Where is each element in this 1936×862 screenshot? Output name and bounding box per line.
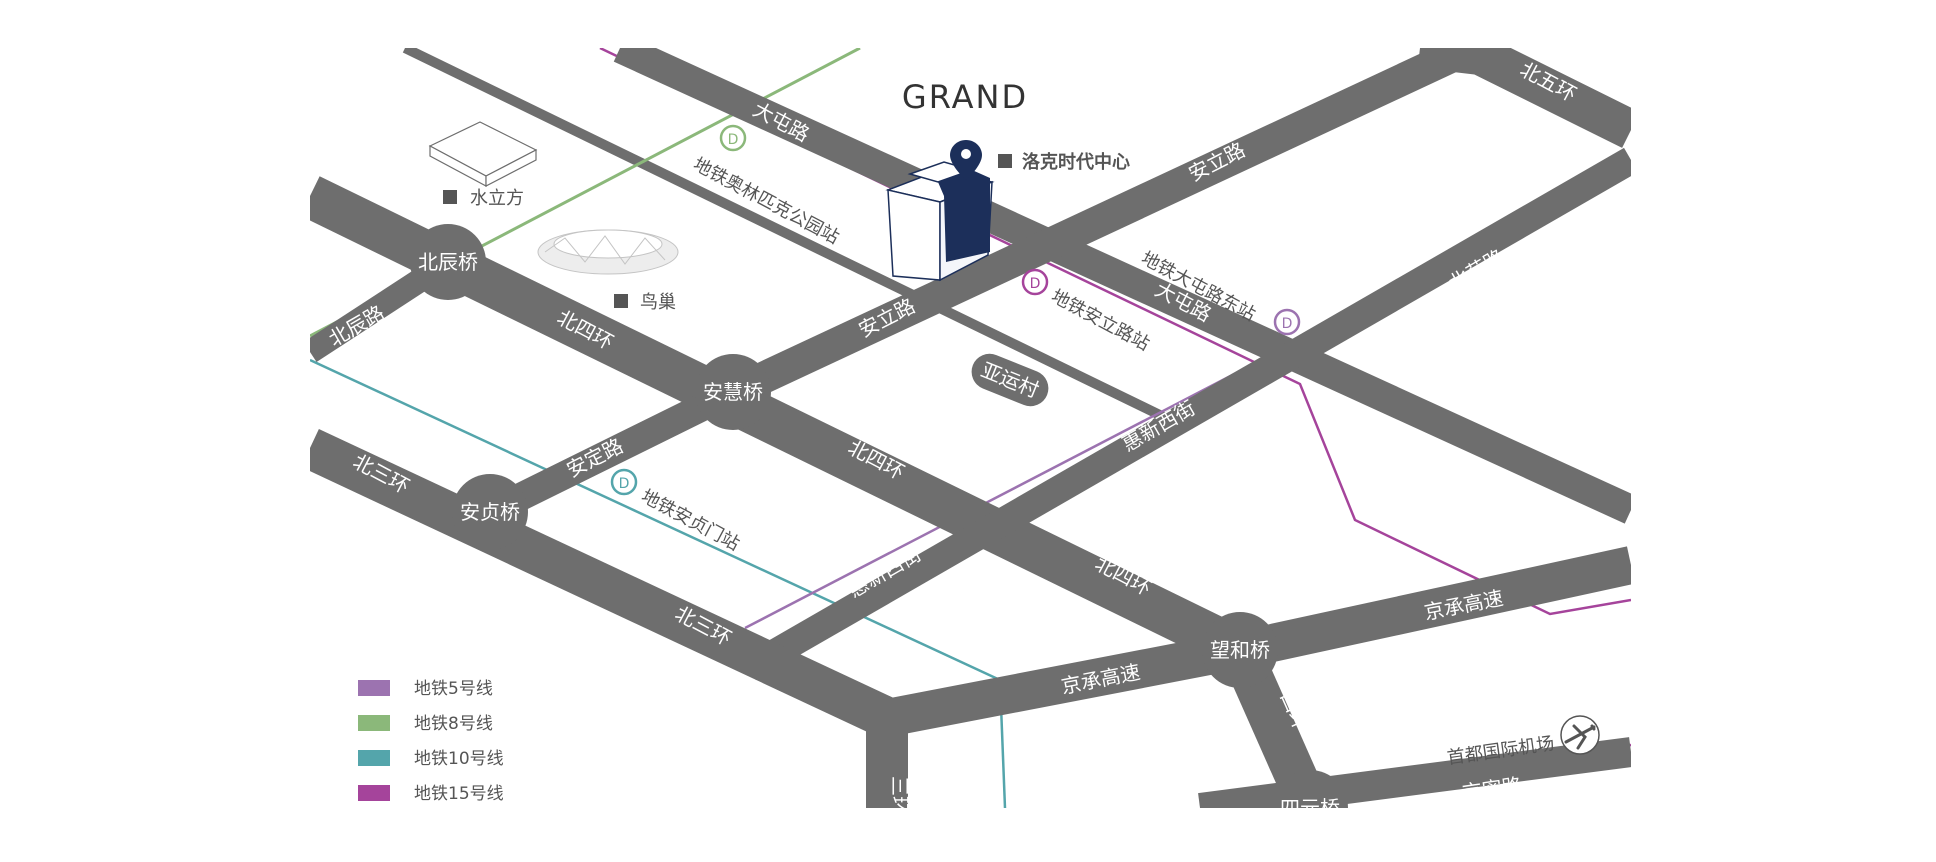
poi-label-loke-center: 洛克时代中心: [1022, 151, 1130, 173]
legend-swatch-line8: [358, 715, 390, 731]
water-cube-icon: [428, 121, 538, 188]
svg-text:D: D: [1282, 316, 1293, 332]
poi-label-water-cube: 水立方: [470, 188, 524, 209]
bridge-label-siyuan: 四元桥: [1280, 796, 1340, 820]
legend-swatch-line10: [358, 750, 390, 766]
legend-swatch-line5: [358, 680, 390, 696]
map-legend: 地铁5号线 地铁8号线 地铁10号线 地铁15号线: [358, 679, 504, 804]
bridge-wanghe: [1202, 612, 1278, 688]
svg-text:D: D: [728, 132, 739, 148]
legend-label-line5: 地铁5号线: [414, 679, 493, 699]
bridge-label-anzhen: 安贞桥: [460, 500, 520, 524]
road-beiyuan: [742, 147, 1631, 681]
loke-center-building-icon: [885, 161, 995, 282]
road-north-3rd-ring: [310, 428, 896, 738]
poi-square-icon: [614, 294, 628, 308]
svg-text:D: D: [619, 476, 630, 492]
bridge-label-anhui: 安慧桥: [703, 380, 763, 404]
road-label-east-3rd-ring: 三环: [888, 776, 912, 816]
bridge-siyuan: [1272, 770, 1348, 808]
legend-swatch-line15: [358, 785, 390, 801]
road-label-datun: 大屯路: [749, 97, 813, 146]
map-canvas: 亚运村 大屯路 大屯路 安立路 安立路 北五环 北辰路 北四环 北四环 北四环 …: [310, 48, 1631, 820]
poi-square-icon: [998, 154, 1012, 168]
metro-line-10: [310, 358, 1001, 682]
bridge-anhui: [695, 354, 771, 430]
legend-label-line15: 地铁15号线: [414, 784, 504, 804]
subway-station-icon: D: [1273, 308, 1301, 336]
legend-label-line10: 地铁10号线: [414, 749, 504, 769]
metro-line-15: [599, 48, 1631, 616]
airplane-icon: [1560, 715, 1600, 755]
birds-nest-icon: [537, 229, 679, 275]
road-anding: [483, 379, 740, 525]
poi-label-birds-nest: 鸟巢: [640, 292, 676, 313]
road-datun: [613, 48, 1631, 524]
subway-station-icon: D: [1021, 268, 1049, 296]
bridge-anzhen: [452, 474, 528, 550]
road-jingcheng-north: [1235, 546, 1631, 669]
minor-road: [402, 48, 1173, 425]
road-jingmi: [1198, 737, 1631, 808]
road-jingcheng: [883, 631, 1244, 737]
map-pin-icon: [950, 140, 982, 180]
brand-logo: GRAND: [902, 78, 1028, 116]
road-anli: [726, 48, 1477, 407]
bridge-label-beichen: 北辰桥: [418, 250, 478, 274]
road-north-5th-ring: [1417, 48, 1631, 148]
svg-text:D: D: [1030, 276, 1041, 292]
bridge-label-wanghe: 望和桥: [1210, 638, 1270, 662]
subway-station-icon: D: [610, 468, 638, 496]
legend-label-line8: 地铁8号线: [414, 714, 493, 734]
subway-station-icon: D: [719, 124, 747, 152]
poi-square-icon: [443, 190, 457, 204]
bridge-beichen: [410, 224, 486, 300]
